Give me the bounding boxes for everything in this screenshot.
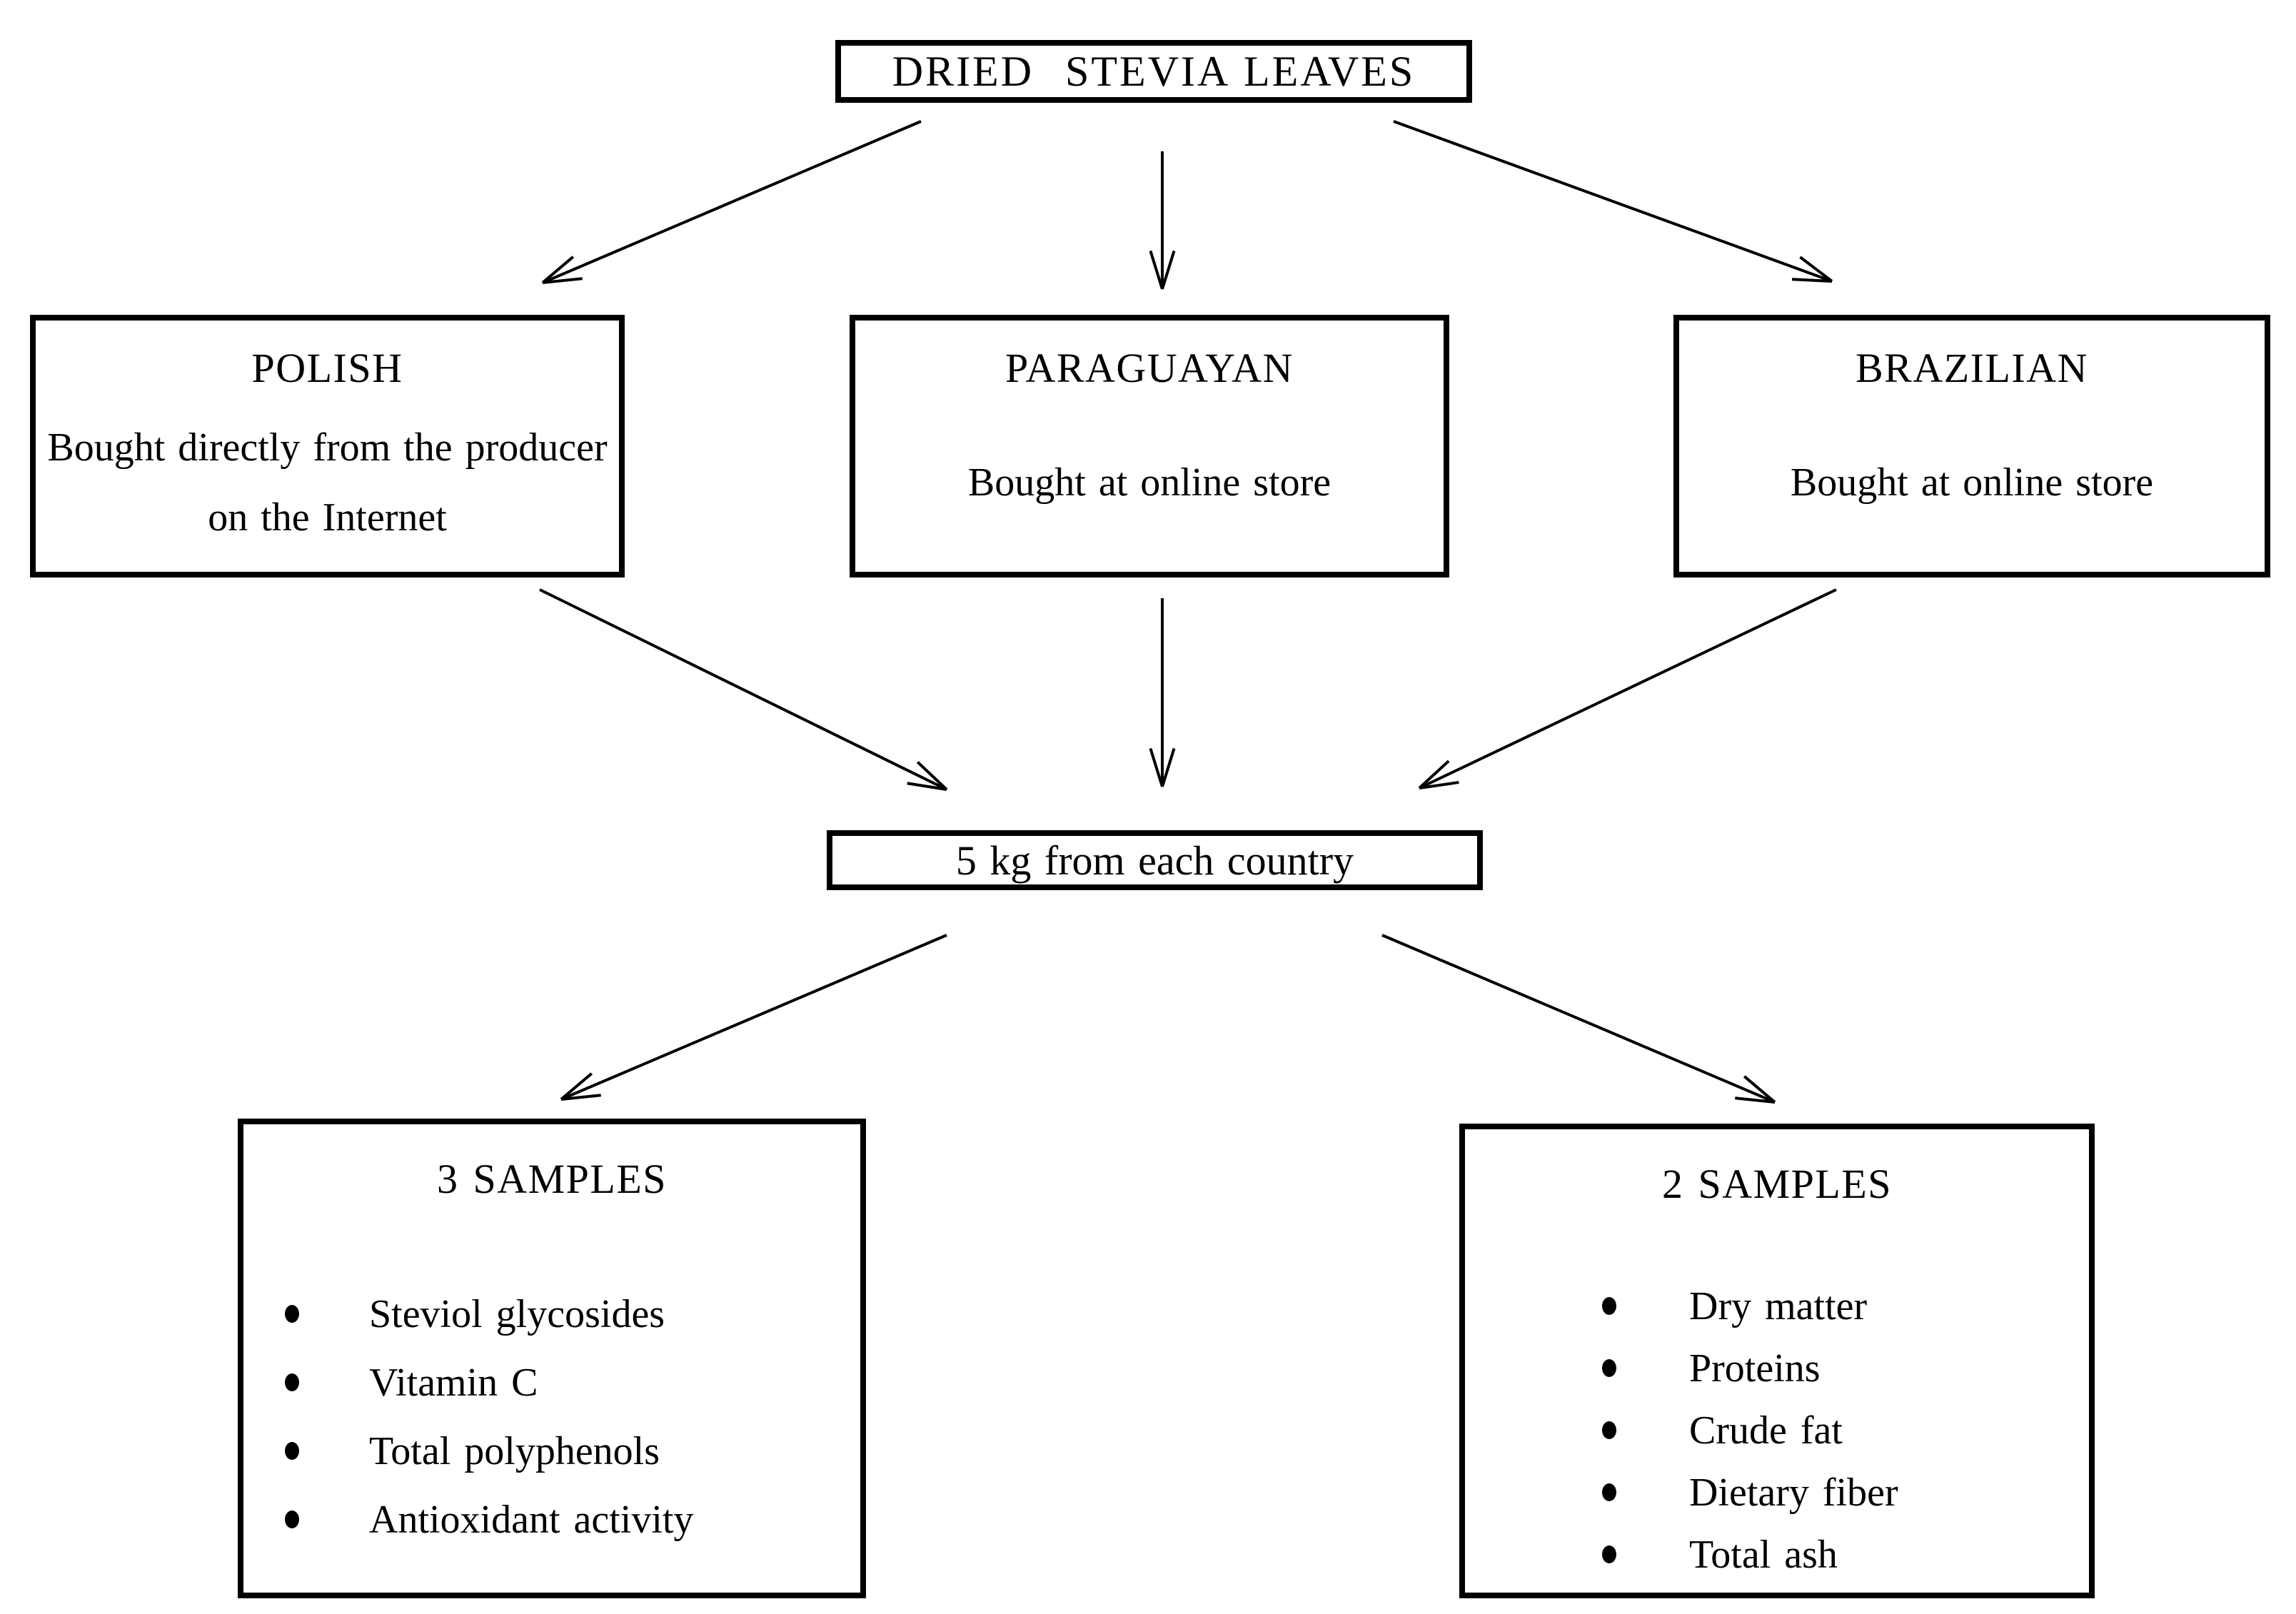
bullet-icon (285, 1510, 299, 1529)
bullet-icon (1602, 1421, 1616, 1440)
list-item-label: Steviol glycosides (369, 1291, 665, 1336)
bullet-icon (285, 1373, 299, 1392)
bullet-icon (1602, 1297, 1616, 1316)
node-3-samples: 3 SAMPLES Steviol glycosides Vitamin C T… (238, 1119, 866, 1598)
node-description: Bought directly from the producer on the… (47, 425, 608, 540)
list-item-label: Total polyphenols (369, 1428, 660, 1473)
list-item: Steviol glycosides (285, 1288, 860, 1340)
node-paraguayan: PARAGUAYAN Bought at online store (850, 315, 1449, 577)
analysis-list: Steviol glycosides Vitamin C Total polyp… (243, 1288, 860, 1545)
node-title: DRIED STEVIA LEAVES (892, 48, 1416, 95)
list-item: Antioxidant activity (285, 1494, 860, 1545)
list-item: Total ash (1602, 1529, 2089, 1580)
node-5kg-from-each-country: 5 kg from each country (827, 830, 1483, 890)
analysis-list: Dry matter Proteins Crude fat Dietary fi… (1465, 1281, 2089, 1580)
list-item-label: Proteins (1689, 1346, 1821, 1391)
node-description: Bought at online store (1790, 460, 2154, 505)
list-item-label: Total ash (1689, 1532, 1838, 1577)
list-item-label: Crude fat (1689, 1408, 1843, 1453)
arrow-pooling-samples3 (560, 934, 947, 1101)
bullet-icon (1602, 1545, 1616, 1564)
node-title: BRAZILIAN (1855, 345, 2088, 391)
node-title: 5 kg from each country (955, 837, 1354, 884)
node-2-samples: 2 SAMPLES Dry matter Proteins Crude fat … (1459, 1124, 2095, 1598)
node-description: Bought at online store (967, 460, 1331, 505)
list-item: Total polyphenols (285, 1426, 860, 1477)
arrow-pooling-samples2 (1381, 934, 1776, 1104)
arrow-paraguayan-pooling (1149, 598, 1176, 787)
list-item: Dietary fiber (1602, 1467, 2089, 1518)
list-item-label: Antioxidant activity (369, 1497, 694, 1542)
arrow-polish-pooling (539, 588, 948, 791)
node-title: POLISH (251, 345, 403, 391)
list-item: Crude fat (1602, 1405, 2089, 1456)
node-title: 3 SAMPLES (436, 1156, 668, 1202)
node-title: 2 SAMPLES (1661, 1161, 1893, 1207)
arrow-brazilian-pooling (1418, 588, 1837, 790)
arrow-root-brazilian (1393, 120, 1833, 283)
list-item: Vitamin C (285, 1357, 860, 1408)
arrow-root-paraguayan (1149, 151, 1176, 290)
bullet-icon (285, 1442, 299, 1461)
list-item-label: Dietary fiber (1689, 1470, 1898, 1515)
list-item-label: Dry matter (1689, 1283, 1868, 1328)
list-item-label: Vitamin C (369, 1360, 538, 1405)
node-polish: POLISH Bought directly from the producer… (30, 315, 625, 577)
node-title: PARAGUAYAN (1005, 345, 1294, 391)
bullet-icon (1602, 1483, 1616, 1502)
bullet-icon (285, 1305, 299, 1323)
arrow-root-polish (541, 120, 922, 284)
bullet-icon (1602, 1359, 1616, 1378)
list-item: Proteins (1602, 1343, 2089, 1394)
node-dried-stevia-leaves: DRIED STEVIA LEAVES (835, 40, 1472, 103)
node-brazilian: BRAZILIAN Bought at online store (1673, 315, 2270, 577)
list-item: Dry matter (1602, 1281, 2089, 1332)
